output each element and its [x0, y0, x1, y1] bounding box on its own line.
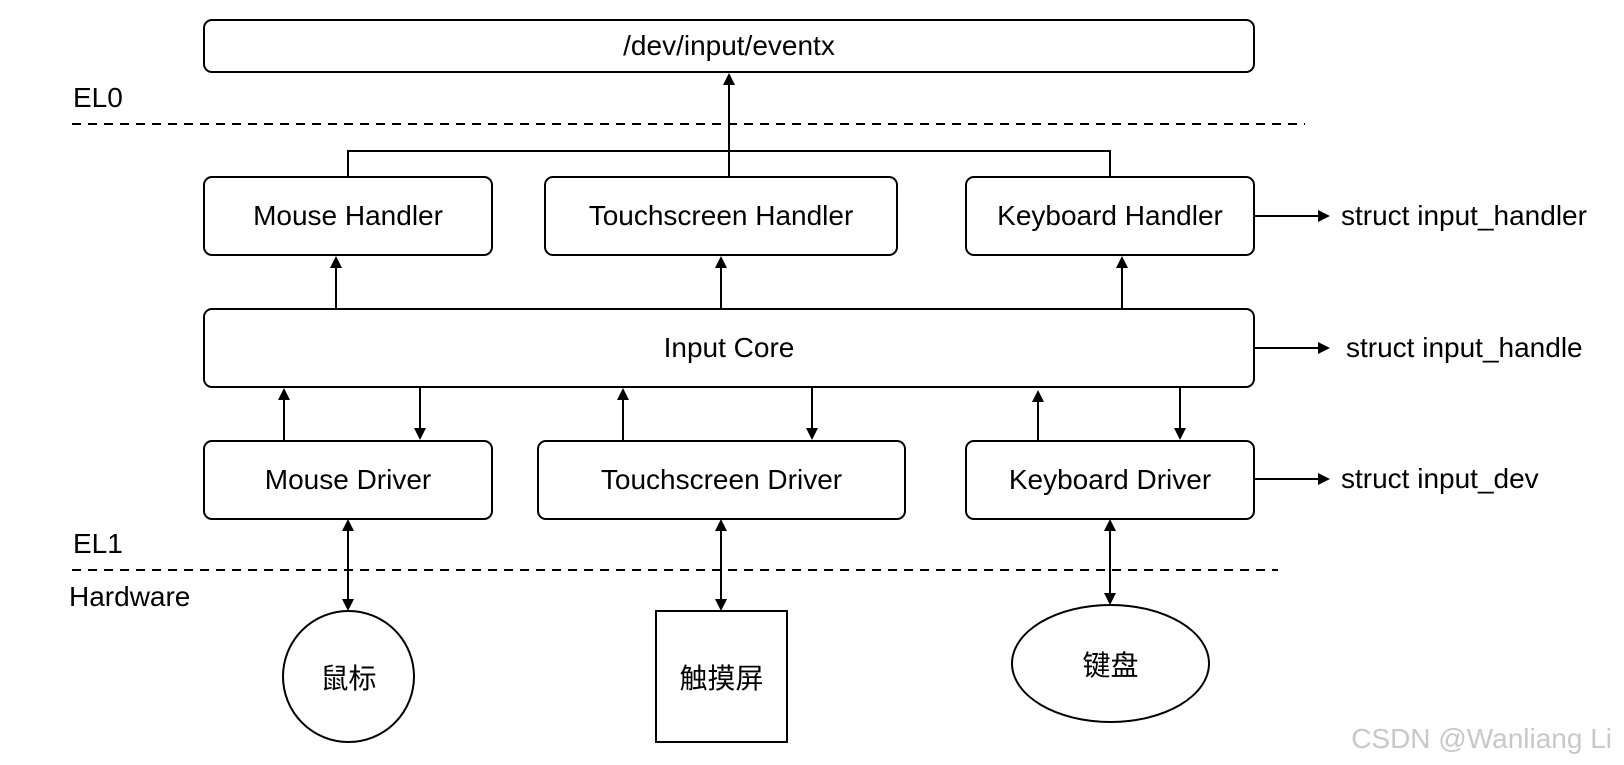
touchscreen-device-box: 触摸屏 [655, 610, 788, 743]
el1-label: EL1 [73, 528, 123, 559]
keyboard-handler-box: Keyboard Handler [965, 176, 1255, 256]
csdn-watermark: CSDN @Wanliang Li [1351, 723, 1612, 754]
hardware-label: Hardware [69, 581, 191, 612]
mouse-handler-box: Mouse Handler [203, 176, 493, 256]
struct-input-handler-label: struct input_handler [1341, 200, 1587, 231]
keyboard-device-ellipse: 键盘 [1011, 604, 1210, 723]
mouse-driver-box: Mouse Driver [203, 440, 493, 520]
struct-input-handle-label: struct input_handle [1346, 332, 1583, 363]
eventx-box: /dev/input/eventx [203, 19, 1255, 73]
mouse-device-circle: 鼠标 [282, 610, 415, 743]
el0-label: EL0 [73, 82, 123, 113]
struct-input-dev-label: struct input_dev [1341, 463, 1539, 494]
keyboard-driver-box: Keyboard Driver [965, 440, 1255, 520]
touchscreen-handler-box: Touchscreen Handler [544, 176, 898, 256]
input-core-box: Input Core [203, 308, 1255, 388]
touchscreen-driver-box: Touchscreen Driver [537, 440, 906, 520]
